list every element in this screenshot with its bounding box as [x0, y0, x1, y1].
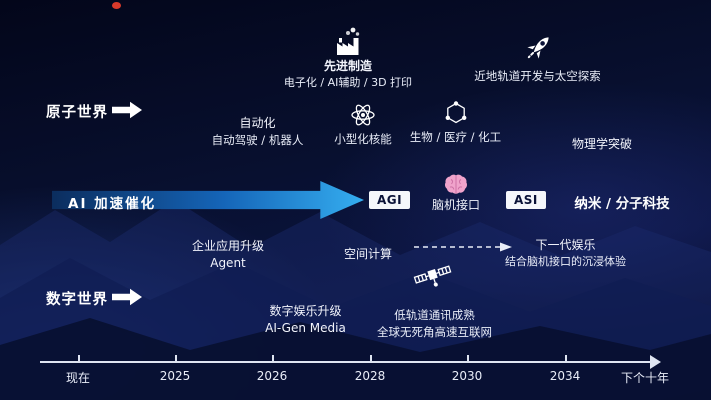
group-space-exploration: 近地轨道开发与太空探索 — [440, 28, 635, 85]
timeline-arrowhead-icon — [650, 355, 661, 369]
enterprise-line1: 企业应用升级 — [191, 239, 264, 253]
spatial-title: 空间计算 — [343, 247, 392, 261]
next-entertainment-line2: 结合脑机接口的沉浸体验 — [505, 254, 626, 268]
asi-milestone-badge: ASI — [506, 191, 546, 209]
leo-line2: 全球无死角高速互联网 — [377, 324, 492, 339]
manufacturing-title: 先进制造 — [323, 59, 372, 73]
digital-media-line1: 数字娱乐升级 — [269, 304, 342, 318]
atom-icon — [318, 101, 408, 129]
group-bio: 生物 / 医疗 / 化工 — [398, 100, 513, 146]
group-leo-network: 低轨道通讯成熟 全球无死角高速互联网 — [352, 307, 517, 340]
timeline-label-now: 现在 — [65, 371, 91, 385]
group-enterprise: 企业应用升级 Agent — [168, 238, 288, 272]
timeline-tick — [467, 355, 469, 362]
group-nuclear: 小型化核能 — [318, 101, 408, 148]
molecule-icon — [398, 100, 513, 126]
timeline-label-2028: 2028 — [354, 369, 386, 383]
atom-world-label: 原子世界 — [46, 105, 108, 121]
timeline-label-2026: 2026 — [256, 369, 288, 383]
group-automation: 自动化 自动驾驶 / 机器人 — [190, 115, 325, 148]
digital-world-label: 数字世界 — [46, 292, 108, 308]
physics-title: 物理学突破 — [571, 137, 632, 151]
leo-line1: 低轨道通讯成熟 — [394, 308, 475, 322]
bio-title: 生物 / 医疗 / 化工 — [409, 130, 502, 144]
nano-title: 纳米 / 分子科技 — [574, 196, 670, 212]
automation-line1: 自动化 — [239, 116, 276, 130]
factory-icon — [268, 26, 428, 58]
nuclear-title: 小型化核能 — [334, 132, 392, 146]
timeline-tick — [565, 355, 567, 362]
timeline-tick — [175, 355, 177, 362]
rocket-icon — [440, 28, 635, 68]
timeline-tick — [272, 355, 274, 362]
brain-icon — [418, 173, 494, 196]
bci-title: 脑机接口 — [431, 198, 480, 212]
timeline-label-2025: 2025 — [159, 369, 191, 383]
group-digital-media: 数字娱乐升级 AI-Gen Media — [243, 303, 368, 337]
enterprise-line2: Agent — [210, 255, 246, 270]
agi-milestone-badge: AGI — [369, 191, 411, 209]
timeline-label-2034: 2034 — [549, 369, 581, 383]
group-advanced-manufacturing: 先进制造 电子化 / AI辅助 / 3D 打印 — [268, 26, 428, 91]
next-entertainment-line1: 下一代娱乐 — [535, 238, 596, 252]
timeline-label-2030: 2030 — [451, 369, 483, 383]
red-marker-dot — [112, 2, 121, 9]
timeline-axis — [40, 361, 652, 363]
group-bci: 脑机接口 — [418, 173, 494, 214]
timeline-label-next-decade: 下个十年 — [620, 371, 670, 385]
dashed-arrow-icon — [414, 242, 512, 252]
space-title: 近地轨道开发与太空探索 — [474, 69, 601, 83]
ai-acceleration-label: AI 加速催化 — [68, 196, 157, 212]
digital-media-line2: AI-Gen Media — [265, 320, 346, 335]
timeline-tick — [78, 355, 80, 362]
manufacturing-subtitle: 电子化 / AI辅助 / 3D 打印 — [283, 75, 413, 89]
group-next-entertainment: 下一代娱乐 结合脑机接口的沉浸体验 — [478, 237, 653, 270]
timeline-tick — [370, 355, 372, 362]
satellite-icon — [413, 265, 452, 287]
automation-line2: 自动驾驶 / 机器人 — [211, 132, 304, 147]
